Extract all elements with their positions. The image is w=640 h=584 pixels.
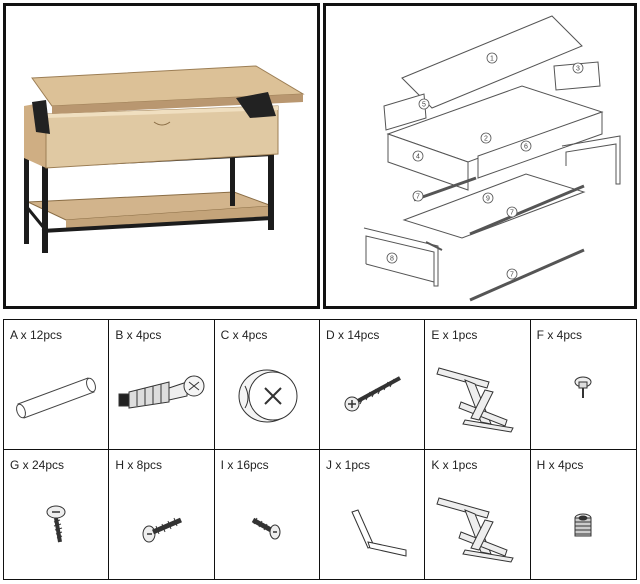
svg-text:6: 6 [524, 144, 528, 151]
part-label: H x 8pcs [115, 457, 163, 472]
part-number-marker: 8 [386, 252, 398, 264]
part-label: G x 24pcs [10, 457, 65, 472]
part-cell-a: A x 12pcs [4, 320, 110, 450]
part-cell-h2: H x 4pcs [531, 450, 636, 580]
part-number-marker: 6 [520, 140, 532, 152]
part-label: I x 16pcs [220, 457, 269, 472]
part-number-marker: 9 [482, 192, 494, 204]
allen-key-icon [351, 508, 407, 557]
part-label: B x 4pcs [115, 328, 162, 342]
part-label: J x 1pcs [326, 457, 371, 472]
threaded-insert-icon [574, 513, 592, 536]
part-label: D x 14pcs [326, 328, 380, 342]
part-number-marker: 3 [572, 62, 584, 74]
part-label: H x 4pcs [536, 457, 584, 472]
exploded-diagram-panel: 1 2 3 4 5 6 7 7 7 8 9 [323, 3, 637, 309]
part-cell-k: K x 1pcs [425, 449, 531, 579]
svg-text:8: 8 [390, 256, 394, 263]
svg-text:1: 1 [490, 56, 494, 63]
svg-text:4: 4 [416, 154, 420, 161]
svg-text:9: 9 [486, 196, 490, 203]
part-cell-g: G x 24pcs [4, 449, 110, 579]
lift-hinge-icon [436, 367, 515, 433]
product-photo-panel [3, 3, 320, 309]
svg-text:2: 2 [484, 136, 488, 143]
part-number-marker: 4 [412, 150, 424, 162]
svg-text:7: 7 [510, 272, 514, 279]
part-number-marker: 1 [486, 52, 498, 64]
cam-lock-icon [238, 369, 298, 423]
lift-hinge-icon [436, 496, 515, 563]
machine-bolt-icon [142, 517, 183, 542]
svg-text:5: 5 [422, 102, 426, 109]
part-cell-i: I x 16pcs [215, 449, 320, 579]
part-number-marker: 7 [506, 206, 518, 218]
part-label: K x 1pcs [431, 457, 478, 472]
part-number-marker: 7 [412, 190, 424, 202]
part-cell-h: H x 8pcs [109, 449, 215, 579]
part-cell-c: C x 4pcs [214, 320, 320, 450]
part-number-marker: 7 [506, 268, 518, 280]
part-label: C x 4pcs [220, 328, 268, 342]
hardware-parts-grid: A x 12pcs B x 4pcs C x 4pcs [3, 319, 637, 580]
part-label: F x 4pcs [536, 328, 583, 342]
part-number-marker: 2 [480, 132, 492, 144]
svg-text:3: 3 [576, 66, 580, 73]
svg-text:7: 7 [416, 194, 420, 201]
part-cell-e: E x 1pcs [425, 320, 531, 450]
part-number-marker: 5 [418, 98, 430, 110]
foot-pad-icon [574, 376, 592, 398]
dowel-icon [16, 377, 96, 419]
wood-screw-icon [344, 376, 401, 412]
svg-text:7: 7 [510, 210, 514, 217]
short-bolt-icon [251, 517, 281, 539]
part-number-layer: 1 2 3 4 5 6 7 7 7 8 9 [386, 52, 584, 280]
part-cell-b: B x 4pcs [109, 320, 215, 450]
cam-bolt-icon [118, 375, 205, 409]
part-cell-d: D x 14pcs [320, 320, 426, 450]
part-label: E x 1pcs [431, 328, 478, 342]
part-cell-f: F x 4pcs [530, 320, 636, 450]
part-cell-j: J x 1pcs [320, 449, 426, 579]
part-label: A x 12pcs [10, 328, 63, 342]
flange-screw-icon [46, 505, 66, 542]
coffee-table-image [24, 65, 305, 253]
exploded-assembly-diagram: 1 2 3 4 5 6 7 7 7 8 9 [363, 15, 621, 302]
